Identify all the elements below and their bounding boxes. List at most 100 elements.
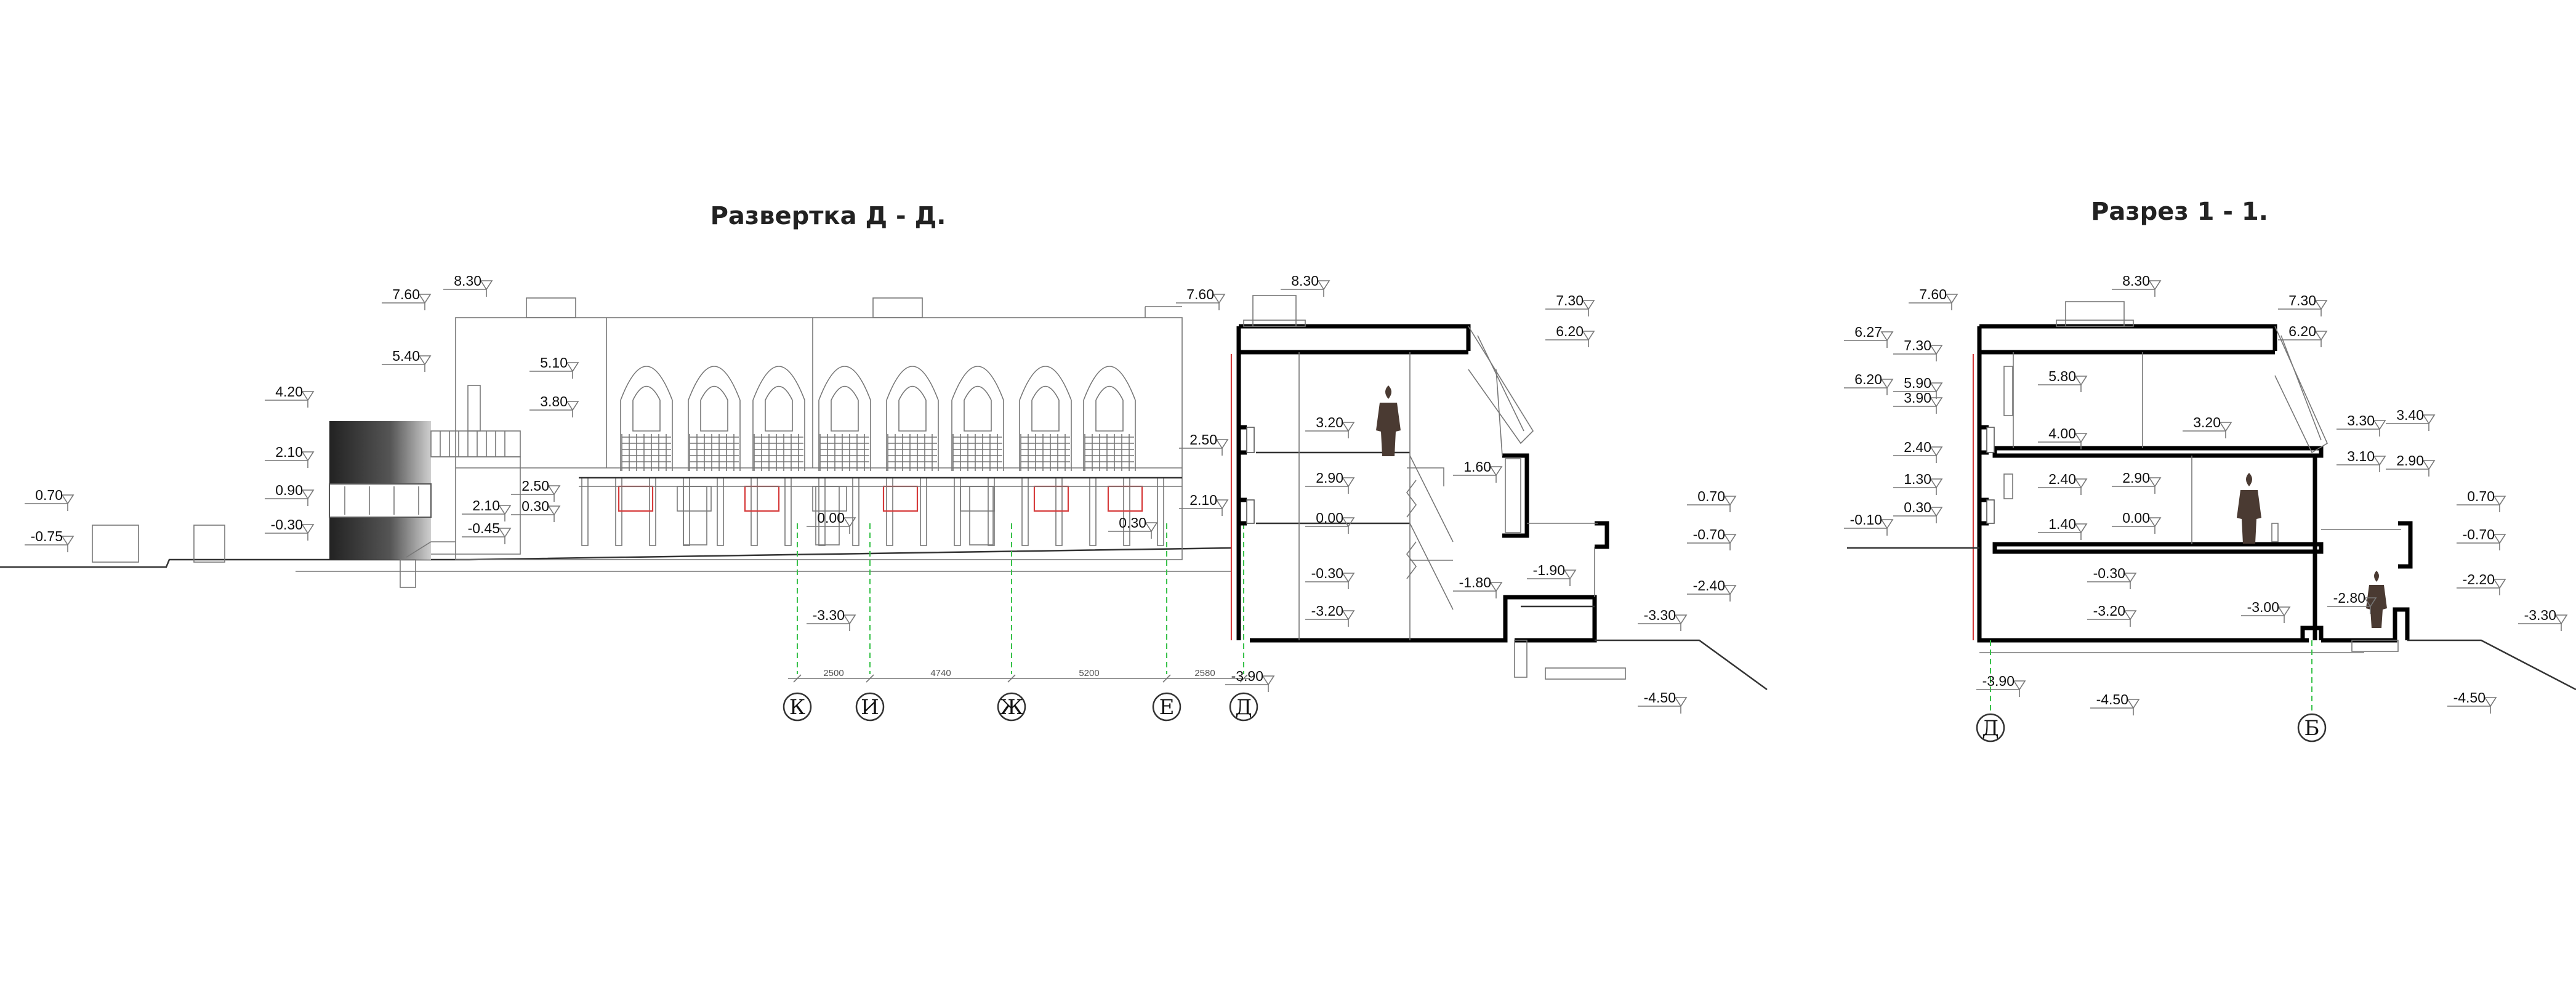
arched-window (818, 366, 871, 471)
level-marker-icon: 3.20 (1305, 414, 1355, 438)
level-marker-icon: -3.90 (1976, 673, 2026, 697)
roof-chimney-2 (872, 297, 923, 318)
dim-2500: 2500 (823, 668, 843, 678)
level-marker-icon: -3.20 (2087, 603, 2137, 627)
level-label: 0.30 (1904, 499, 1931, 515)
level-label: 6.20 (1556, 323, 1584, 339)
level-label: 0.70 (35, 487, 63, 503)
level-label: 2.90 (2396, 453, 2424, 469)
level-marker-icon: 5.80 (2038, 368, 2088, 392)
axis-bubble-d: Д (1229, 692, 1258, 722)
level-marker-icon: -2.80 (2327, 590, 2377, 614)
level-marker-icon: 0.30 (1108, 515, 1158, 539)
level-label: 3.10 (2347, 448, 2375, 464)
level-label: 0.70 (1697, 488, 1725, 504)
level-marker-icon: -3.30 (1638, 607, 1688, 631)
axis-bubble-i: И (855, 692, 885, 722)
level-marker-icon: 4.20 (265, 384, 315, 408)
level-label: 2.90 (1316, 470, 1343, 486)
column (1157, 477, 1164, 546)
level-label: 7.60 (1186, 286, 1214, 302)
level-marker-icon: -0.30 (265, 517, 315, 541)
level-label: 2.10 (472, 497, 500, 513)
level-marker-icon: 7.30 (1893, 337, 1943, 361)
level-marker-icon: -4.50 (2090, 691, 2140, 715)
column (1089, 477, 1097, 546)
level-label: -0.70 (1693, 526, 1725, 542)
level-label: 1.30 (1904, 471, 1931, 487)
door-opening (969, 486, 994, 545)
level-label: 6.27 (1854, 324, 1882, 340)
level-marker-icon: 2.40 (1893, 439, 1943, 463)
level-marker-icon: -0.75 (25, 528, 74, 552)
level-marker-icon: 3.10 (2337, 448, 2386, 472)
column (954, 477, 961, 546)
level-label: -4.50 (2453, 690, 2485, 706)
level-label: 3.80 (540, 393, 568, 409)
level-label: 2.50 (521, 478, 549, 494)
tower-glazing-band (329, 483, 432, 518)
section-axis-bubble-b: Б (2297, 713, 2327, 743)
level-marker-icon: -2.40 (1687, 578, 1737, 602)
level-label: 5.80 (2048, 368, 2076, 384)
level-marker-icon: -0.10 (1844, 512, 1894, 536)
person-silhouette-icon (2237, 473, 2261, 544)
section-ground-right (2407, 639, 2576, 691)
level-label: 6.20 (1854, 371, 1882, 387)
level-marker-icon: -0.45 (462, 520, 512, 544)
level-label: 1.40 (2048, 516, 2076, 532)
level-marker-icon: -0.70 (1687, 526, 1737, 550)
ground-floor-window (677, 486, 712, 512)
person-silhouette-icon (2366, 571, 2387, 628)
level-label: -0.10 (1850, 512, 1882, 528)
level-label: -0.30 (2093, 565, 2125, 581)
roof-chimney-1 (526, 297, 576, 318)
level-label: 2.40 (1904, 439, 1931, 455)
level-marker-icon: 0.70 (25, 487, 74, 511)
level-marker-icon: 3.80 (529, 393, 579, 417)
level-label: 0.30 (521, 498, 549, 514)
level-marker-icon: 0.90 (265, 482, 315, 506)
level-marker-icon: -3.20 (1305, 603, 1355, 627)
arched-window (688, 366, 741, 471)
level-label: 5.10 (540, 355, 568, 371)
svg-text:Д: Д (1235, 695, 1252, 720)
person-silhouette-icon (1376, 385, 1401, 456)
level-marker-icon: 7.60 (382, 286, 432, 310)
level-marker-icon: 0.70 (2457, 488, 2506, 512)
level-label: -0.45 (468, 520, 500, 536)
level-marker-icon: -1.80 (1453, 574, 1503, 598)
level-label: 0.90 (275, 482, 303, 498)
level-label: 4.00 (2048, 425, 2076, 441)
level-label: 2.10 (275, 444, 303, 460)
arched-window (886, 366, 939, 471)
floor-slab-lower (1992, 542, 2324, 554)
column (581, 477, 589, 546)
level-label: -3.30 (2524, 607, 2556, 623)
level-label: -3.30 (813, 607, 845, 623)
level-label: -0.30 (1311, 565, 1343, 581)
ground-floor-window (812, 486, 847, 512)
level-label: 3.90 (1904, 390, 1931, 406)
level-marker-icon: 2.40 (2038, 471, 2088, 495)
main-block-outline (455, 317, 1183, 560)
column (1021, 477, 1029, 546)
axis-bubble-e: Е (1152, 692, 1181, 722)
ground-line-right (1595, 639, 1768, 691)
level-marker-icon: 7.30 (1545, 292, 1595, 316)
level-marker-icon: 6.20 (1844, 371, 1894, 395)
arched-window (1083, 366, 1136, 471)
svg-text:Е: Е (1159, 695, 1175, 720)
level-label: -3.20 (2093, 603, 2125, 619)
level-marker-icon: 2.10 (1179, 492, 1229, 516)
terrace-base (431, 456, 521, 555)
svg-text:К: К (789, 695, 805, 720)
level-marker-icon: 8.30 (1281, 273, 1330, 297)
level-label: 3.20 (1316, 414, 1343, 430)
svg-text:Б: Б (2304, 716, 2320, 741)
low-wall-left (92, 525, 139, 563)
level-marker-icon: 2.90 (2112, 470, 2162, 494)
level-marker-icon: -3.30 (807, 607, 856, 631)
